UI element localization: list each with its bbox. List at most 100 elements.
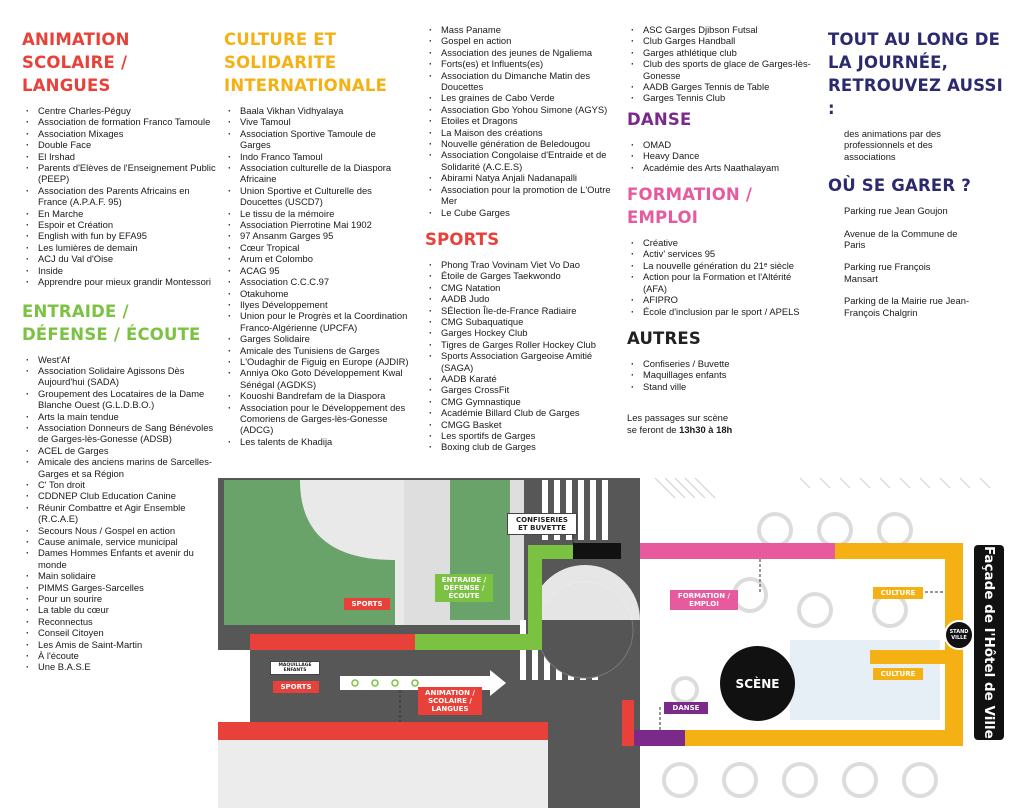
list-culture: Baala Vikhan Vidhyalaya Vive Tamoul Asso… — [224, 105, 409, 448]
stand-ville: STAND VILLE — [944, 620, 974, 650]
zone-culture-yellow-mid — [870, 650, 945, 664]
list-item: Association C.C.C.97 — [224, 276, 409, 288]
label-confiseries: CONFISERIES ET BUVETTE — [507, 513, 577, 535]
scene-stage: SCÈNE — [720, 646, 795, 721]
list-item: La Maison des créations — [425, 127, 615, 139]
list-item: Arum et Colombo — [224, 253, 409, 265]
zone-danse-purple — [632, 730, 685, 746]
list-item: Main solidaire — [22, 570, 217, 582]
list-item: Réunir Combattre et Agir Ensemble (R.C.A… — [22, 502, 217, 525]
list-item: CMG Subaquatique — [425, 316, 615, 328]
list-item: Secours Nous / Gospel en action — [22, 525, 217, 537]
list-item: Reconnectus — [22, 616, 217, 628]
list-item: Confiseries / Buvette — [627, 358, 817, 370]
list-item: Association Mixages — [22, 128, 217, 140]
column-2: CULTURE ET SOLIDARITE INTERNATIONALE Baa… — [224, 28, 409, 448]
list-culture-continued: Mass Paname Gospel en action Association… — [425, 24, 615, 218]
list-item: Association de formation Franco Tamoule — [22, 116, 217, 128]
list-item: Cause animale, service municipal — [22, 536, 217, 548]
list-item: Parking de la Mairie rue Jean-François C… — [844, 295, 970, 318]
list-item: Indo Franco Tamoul — [224, 151, 409, 163]
list-item: Kouoshi Bandrefam de la Diaspora — [224, 390, 409, 402]
list-item: Garges athlétique club — [627, 47, 817, 59]
list-item: Cœur Tropical — [224, 242, 409, 254]
list-item: AADB Karaté — [425, 373, 615, 385]
list-item: Stand ville — [627, 381, 817, 393]
heading-garer: OÙ SE GARER ? — [828, 176, 971, 196]
list-item: Association Congolaise d'Entraide et de … — [425, 149, 615, 172]
column-4: ASC Garges Djibson Futsal Club Garges Ha… — [627, 24, 817, 435]
walkway — [340, 676, 490, 690]
list-item: Association Donneurs de Sang Bénévoles d… — [22, 422, 217, 445]
list-item: L'Oudaghir de Figuig en Europe (AJDIR) — [224, 356, 409, 368]
list-item: Abirami Natya Anjali Nadanapalli — [425, 172, 615, 184]
list-entraide: West'Af Association Solidaire Agissons D… — [22, 354, 217, 674]
list-item: Le tissu de la mémoire — [224, 208, 409, 220]
list-item: École d'inclusion par le sport / APELS — [627, 306, 817, 318]
list-item: Les talents de Khadija — [224, 436, 409, 448]
zone-entraide-green-h — [528, 545, 573, 559]
zone-animation-red — [300, 722, 548, 740]
list-item: ACAG 95 — [224, 265, 409, 277]
list-item: Créative — [627, 237, 817, 249]
list-item: CMG Gymnastique — [425, 396, 615, 408]
list-item: Garges CrossFit — [425, 384, 615, 396]
list-item: Nouvelle génération de Beledougou — [425, 138, 615, 150]
list-item: Les graines de Cabo Verde — [425, 92, 615, 104]
stage-hours: 13h30 à 18h — [679, 423, 733, 435]
list-item: CMG Natation — [425, 282, 615, 294]
heading-culture: CULTURE ET SOLIDARITE INTERNATIONALE — [224, 30, 388, 95]
list-item: Association des Parents Africains en Fra… — [22, 185, 217, 208]
label-entraide: ENTRAIDE / DÉFENSE / ÉCOUTE — [435, 574, 493, 602]
list-item: Activ' services 95 — [627, 248, 817, 260]
stage-note-line1: Les passages sur scène — [627, 412, 729, 424]
list-item: Amicale des anciens marins de Sarcelles-… — [22, 456, 217, 479]
list-item: Les sportifs de Garges — [425, 430, 615, 442]
heading-entraide: ENTRAIDE / DÉFENSE / ÉCOUTE — [22, 301, 201, 344]
list-item: PIMMS Garges-Sarcelles — [22, 582, 217, 594]
label-sports-1: SPORTS — [344, 598, 390, 610]
list-item: En Marche — [22, 208, 217, 220]
heading-formation: FORMATION / EMPLOI — [627, 185, 753, 228]
list-item: Groupement des Locataires de la Dame Bla… — [22, 388, 217, 411]
list-item: Forts(es) et Influents(es) — [425, 58, 615, 70]
list-formation: Créative Activ' services 95 La nouvelle … — [627, 237, 817, 317]
list-item: Étoile de Garges Taekwondo — [425, 270, 615, 282]
list-item: Académie des Arts Naathalayam — [627, 162, 817, 174]
bottom-sidewalk — [218, 740, 548, 808]
label-danse: DANSE — [664, 702, 708, 714]
label-sports-2: SPORTS — [273, 681, 319, 693]
label-maquillage: MAQUILLAGE ENFANTS — [270, 661, 320, 675]
list-item: Garges Tennis Club — [627, 92, 817, 104]
list-item: Conseil Citoyen — [22, 627, 217, 639]
list-item: Union pour le Progrès et la Coordination… — [224, 310, 409, 333]
list-item: ASC Garges Djibson Futsal — [627, 24, 817, 36]
list-item: Centre Charles-Péguy — [22, 105, 217, 117]
list-item: Les Amis de Saint-Martin — [22, 639, 217, 651]
list-item: La table du cœur — [22, 604, 217, 616]
heading-sports: SPORTS — [425, 229, 500, 249]
list-item: Parents d'Elèves de l'Enseignement Publi… — [22, 162, 217, 185]
list-item: Action pour la Formation et l'Altérité (… — [627, 271, 817, 294]
list-item: Association Gbo Yohou Simone (AGYS) — [425, 104, 615, 116]
column-5: TOUT AU LONG DE LA JOURNÉE, RETROUVEZ AU… — [828, 28, 1013, 318]
list-item: Parking rue Jean Goujon — [844, 205, 948, 217]
list-item: ACEL de Garges — [22, 445, 217, 457]
list-item: Association du Dimanche Matin des Doucet… — [425, 70, 615, 93]
stage-schedule-note: Les passages sur scène se feront de 13h3… — [627, 412, 817, 435]
list-item: Les lumières de demain — [22, 242, 217, 254]
list-item: AFIPRO — [627, 294, 817, 306]
roundabout-island — [530, 565, 640, 620]
list-item: AADB Judo — [425, 293, 615, 305]
list-item: La nouvelle génération du 21ᵉ siècle — [627, 260, 817, 272]
list-item: Sports Association Gargeoise Amitié (SAG… — [425, 350, 615, 373]
list-item: CMGG Basket — [425, 419, 615, 431]
list-item: Boxing club de Garges — [425, 441, 615, 453]
list-item: SÉlection Île-de-France Radiaire — [425, 305, 615, 317]
list-item: CDDNEP Club Education Canine — [22, 490, 217, 502]
label-culture-2: CULTURE — [873, 668, 923, 680]
list-item: Phong Trao Vovinam Viet Vo Dao — [425, 259, 615, 271]
zone-buvette-black — [573, 543, 621, 559]
walkway-icons — [351, 679, 419, 687]
list-item: AADB Garges Tennis de Table — [627, 81, 817, 93]
